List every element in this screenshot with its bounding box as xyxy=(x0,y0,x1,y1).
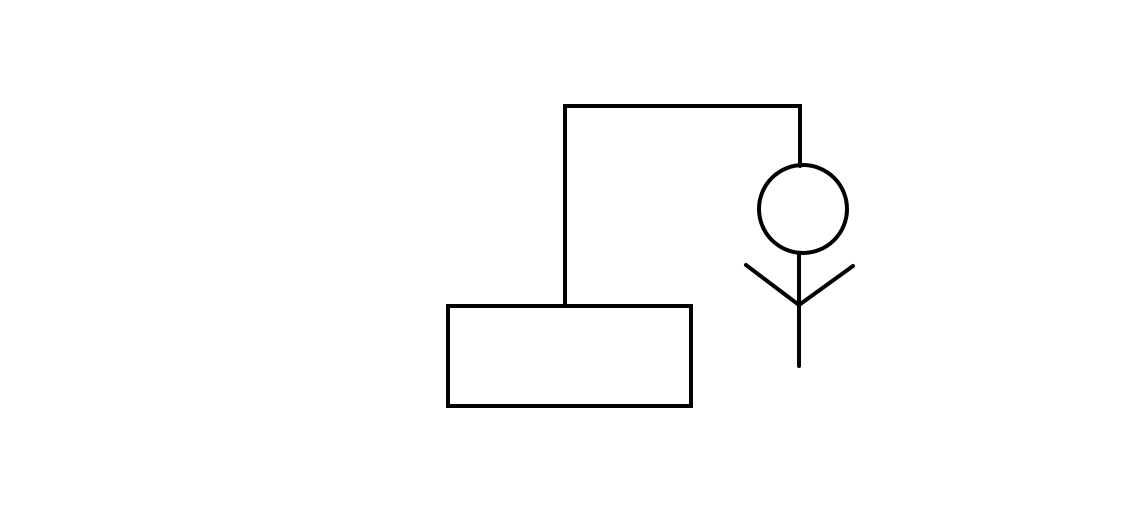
stick-figure-arms xyxy=(744,263,855,308)
box xyxy=(446,304,693,408)
connector-line xyxy=(563,104,802,308)
stick-figure-head xyxy=(757,163,849,255)
